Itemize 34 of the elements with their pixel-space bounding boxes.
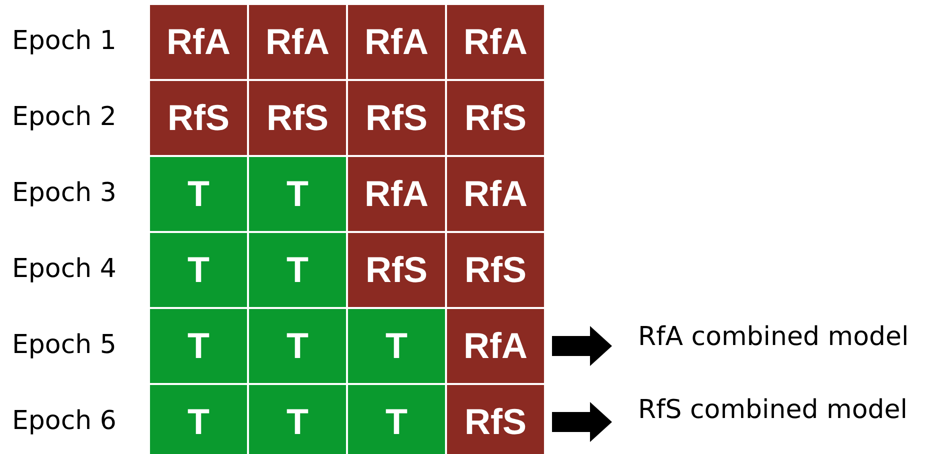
training-cell: T [150,385,247,454]
training-cell: T [348,309,445,383]
epoch-label: Epoch 1 [12,26,116,56]
test-cell: RfA [447,5,544,79]
test-cell: RfS [447,385,544,454]
test-cell: RfA [249,5,346,79]
test-cell: RfA [348,157,445,231]
training-cell: T [249,157,346,231]
epoch-label: Epoch 2 [12,102,116,132]
training-cell: T [150,157,247,231]
test-cell: RfS [348,233,445,307]
arrow [552,326,612,366]
output-label: RfS combined model [614,395,908,425]
test-cell: RfA [447,309,544,383]
test-cell: RfA [447,157,544,231]
training-cell: T [150,233,247,307]
epoch-label: Epoch 3 [12,178,116,208]
training-cell: T [249,385,346,454]
test-cell: RfS [150,81,247,155]
training-cell: T [249,309,346,383]
test-cell: RfA [348,5,445,79]
test-cell: RfS [447,233,544,307]
test-cell: RfA [150,5,247,79]
epoch-label: Epoch 4 [12,254,116,284]
arrow [552,402,612,442]
training-cell: T [249,233,346,307]
epoch-label: Epoch 5 [12,330,116,360]
test-cell: RfS [249,81,346,155]
training-cell: T [348,385,445,454]
training-cell: T [150,309,247,383]
epoch-label: Epoch 6 [12,406,116,436]
test-cell: RfS [447,81,544,155]
test-cell: RfS [348,81,445,155]
output-label: RfA combined model [614,322,909,352]
